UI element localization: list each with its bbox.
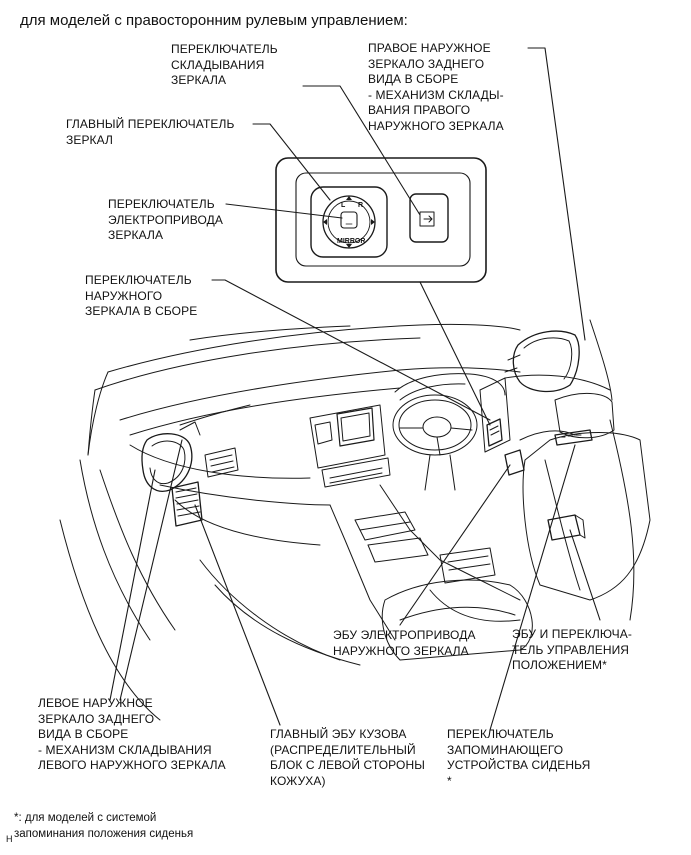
label-position-ecu: ЭБУ И ПЕРЕКЛЮЧА- ТЕЛЬ УПРАВЛЕНИЯ ПОЛОЖЕН… [512, 627, 632, 672]
label-mirror-ecu: ЭБУ ЭЛЕКТРОПРИВОДА НАРУЖНОГО ЗЕРКАЛА [333, 628, 476, 658]
label-left-mirror: ЛЕВОЕ НАРУЖНОЕ ЗЕРКАЛО ЗАДНЕГО ВИДА В СБ… [38, 696, 226, 772]
leader-lines [109, 47, 601, 731]
switch-right-label: R [358, 202, 363, 209]
label-body-ecu: ГЛАВНЫЙ ЭБУ КУЗОВА (РАСПРЕДЕЛИТЕЛЬНЫЙ БЛ… [270, 727, 425, 788]
label-right-mirror: ПРАВОЕ НАРУЖНОЕ ЗЕРКАЛО ЗАДНЕГО ВИДА В С… [368, 41, 504, 133]
footnote: *: для моделей с системой запоминания по… [14, 812, 194, 840]
car-interior [59, 319, 651, 721]
label-seat-memory-switch: ПЕРЕКЛЮЧАТЕЛЬ ЗАПОМИНАЮЩЕГО УСТРОЙСТВА С… [447, 727, 591, 788]
label-fold-switch: ПЕРЕКЛЮЧАТЕЛЬ СКЛАДЫВАНИЯ ЗЕРКАЛА [171, 42, 278, 87]
label-drive-switch: ПЕРЕКЛЮЧАТЕЛЬ ЭЛЕКТРОПРИВОДА ЗЕРКАЛА [108, 197, 223, 242]
label-main-mirror-switch: ГЛАВНЫЙ ПЕРЕКЛЮЧАТЕЛЬ ЗЕРКАЛ [66, 117, 235, 147]
diagram-title: для моделей с правосторонним рулевым упр… [20, 12, 408, 29]
mirror-knob-label: MIRROR [337, 238, 365, 245]
switch-panel-inset [275, 157, 487, 283]
switch-left-label: L [341, 202, 346, 209]
figure-code: H [6, 834, 13, 844]
label-outer-switch-assy: ПЕРЕКЛЮЧАТЕЛЬ НАРУЖНОГО ЗЕРКАЛА В СБОРЕ [85, 273, 198, 318]
